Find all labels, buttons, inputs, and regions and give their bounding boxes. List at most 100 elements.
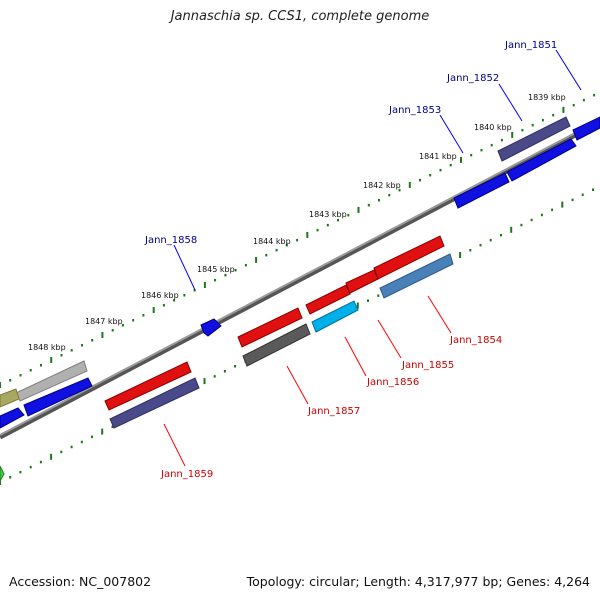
gene-feature[interactable] <box>572 116 600 141</box>
tick-dot <box>40 364 42 367</box>
gene-features <box>0 116 600 429</box>
tick-dot <box>551 208 554 212</box>
kbp-label: 1840 kbp <box>474 123 512 132</box>
tick-dot <box>419 178 421 182</box>
tick-dot <box>408 181 411 188</box>
tick-dot <box>29 369 32 372</box>
tick-dot <box>378 198 380 202</box>
tick-dot <box>490 143 493 147</box>
tick-dot <box>275 248 278 252</box>
tick-dot <box>398 188 401 192</box>
tick-dot <box>489 238 492 242</box>
tick-dot <box>377 294 380 297</box>
gene-feature[interactable] <box>237 307 303 348</box>
gene-feature[interactable] <box>0 388 20 408</box>
tick-dot <box>470 153 473 157</box>
tick-dot <box>142 314 145 317</box>
tick-dot <box>213 375 216 378</box>
gene-feature[interactable] <box>453 172 510 209</box>
tick-dot <box>460 156 462 163</box>
tick-dot <box>162 304 165 307</box>
tick-dot <box>29 465 32 469</box>
tick-dot <box>367 203 370 207</box>
tick-dot <box>285 243 288 247</box>
tick-dot <box>347 213 350 217</box>
tick-dot <box>469 249 472 252</box>
gene-feature[interactable] <box>200 318 222 337</box>
gene-label-jann-1855[interactable]: Jann_1855 <box>401 360 454 371</box>
gene-feature[interactable] <box>345 269 379 294</box>
tick-dot <box>173 299 176 302</box>
tick-dot <box>316 228 319 232</box>
tick-dot <box>203 282 206 288</box>
tick-dot <box>244 263 247 267</box>
tick-dot <box>593 93 596 97</box>
label-leaders <box>163 49 582 467</box>
gene-label-jann-1858[interactable]: Jann_1858 <box>144 235 197 246</box>
gene-feature[interactable] <box>497 116 571 162</box>
tick-dot <box>193 289 196 292</box>
gene-label-jann-1854[interactable]: Jann_1854 <box>449 335 502 346</box>
tick-dot <box>101 428 104 435</box>
tick-dot <box>223 370 226 373</box>
tick-dot <box>500 233 502 237</box>
tick-dot <box>480 148 483 152</box>
gene-label-jann-1859[interactable]: Jann_1859 <box>160 469 213 480</box>
tick-dot <box>60 450 63 454</box>
gene-feature[interactable] <box>311 300 359 333</box>
gene-feature[interactable] <box>0 465 5 483</box>
kbp-label: 1846 kbp <box>141 291 179 300</box>
gene-feature[interactable] <box>305 284 351 315</box>
tick-dot <box>152 307 155 313</box>
tick-dot <box>429 173 432 177</box>
tick-dot <box>449 163 452 167</box>
gene-label-jann-1853[interactable]: Jann_1853 <box>388 105 441 116</box>
tick-dot <box>80 440 83 444</box>
tick-dot <box>561 201 564 208</box>
tick-dot <box>255 256 258 263</box>
genome-summary: Topology: circular; Length: 4,317,977 bp… <box>246 574 590 589</box>
gene-feature[interactable] <box>242 323 311 367</box>
tick-dot <box>60 354 63 357</box>
tick-dot <box>224 273 227 277</box>
gene-feature[interactable] <box>104 361 192 411</box>
tick-dot <box>356 302 359 309</box>
tick-dot <box>531 123 534 127</box>
tick-dot <box>39 460 42 464</box>
tick-dot <box>91 339 94 342</box>
gene-feature[interactable] <box>373 235 445 280</box>
tick-dot <box>91 435 93 439</box>
tick-dot <box>19 470 22 474</box>
kbp-label: 1844 kbp <box>253 237 291 246</box>
kbp-label: 1839 kbp <box>528 93 566 102</box>
kbp-label: 1843 kbp <box>309 210 347 219</box>
kbp-label: 1842 kbp <box>363 181 401 190</box>
gene-feature[interactable] <box>23 377 93 417</box>
gene-labels: Jann_1851 Jann_1852 Jann_1853 Jann_1858 … <box>144 40 557 480</box>
tick-dot <box>50 453 53 460</box>
tick-dot <box>9 379 12 382</box>
gene-feature[interactable] <box>379 253 454 299</box>
kbp-label: 1848 kbp <box>28 343 66 352</box>
tick-dot <box>234 365 237 368</box>
gene-label-jann-1857[interactable]: Jann_1857 <box>307 406 360 417</box>
tick-dot <box>562 106 565 113</box>
gene-label-jann-1851[interactable]: Jann_1851 <box>504 40 557 51</box>
tick-dot <box>81 344 83 347</box>
gene-label-jann-1856[interactable]: Jann_1856 <box>366 377 419 388</box>
tick-dot <box>592 188 594 191</box>
tick-dot <box>357 206 360 213</box>
gene-feature[interactable] <box>0 407 25 429</box>
gene-feature[interactable] <box>109 377 200 429</box>
gene-label-jann-1852[interactable]: Jann_1852 <box>446 73 499 84</box>
tick-dot <box>510 226 513 233</box>
backbone-arc <box>0 119 600 440</box>
tick-dot <box>306 231 309 238</box>
tick-dot <box>214 278 217 282</box>
tick-dot <box>183 294 186 297</box>
tick-dot <box>50 357 53 363</box>
accession-label: Accession: NC_007802 <box>9 574 152 589</box>
gene-feature[interactable] <box>506 138 577 182</box>
tick-dot <box>203 378 206 385</box>
